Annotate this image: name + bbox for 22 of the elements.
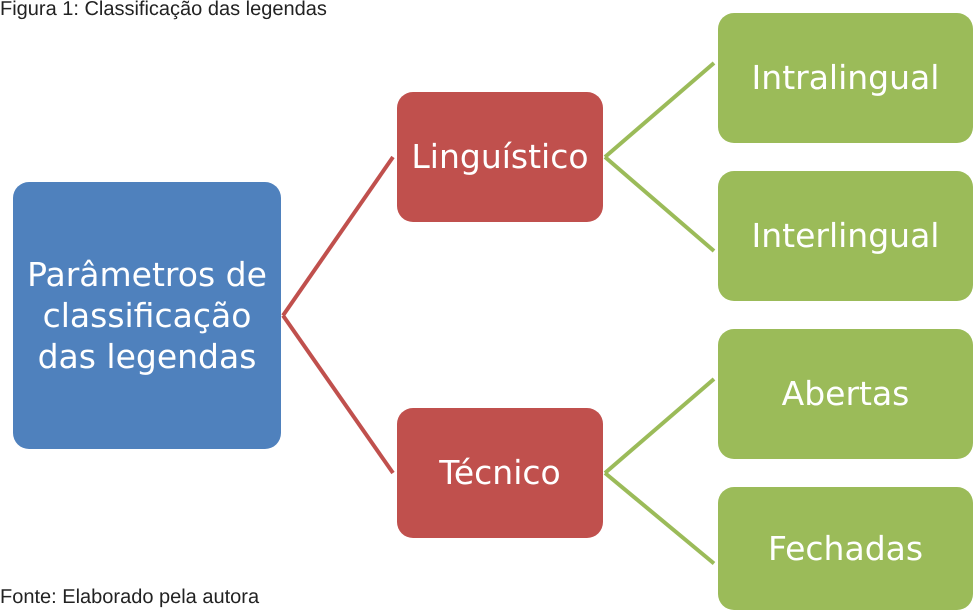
figure-caption: Fonte: Elaborado pela autora xyxy=(0,586,260,609)
figure-title: Figura 1: Classificação das legendas xyxy=(0,0,327,21)
node-label: Fechadas xyxy=(768,528,924,570)
node-label: Abertas xyxy=(782,373,910,415)
subcategory-box xyxy=(718,171,973,301)
subcategory-box xyxy=(718,13,973,143)
connector-line xyxy=(604,61,716,159)
node-label: Intralingual xyxy=(752,57,940,99)
node-label: Interlingual xyxy=(752,215,940,257)
connector-line xyxy=(281,156,395,317)
root-box xyxy=(13,182,281,449)
connector-line xyxy=(604,471,716,566)
connector-line xyxy=(604,155,716,253)
category-box xyxy=(397,92,603,222)
category-box xyxy=(397,408,603,538)
connector-line xyxy=(281,314,395,474)
subcategory-box xyxy=(718,329,973,459)
node-label: Linguístico xyxy=(411,136,589,178)
connector-line xyxy=(604,377,716,475)
node-label: Técnico xyxy=(439,452,561,494)
node-label: Parâmetros de classificação das legendas xyxy=(26,254,268,378)
subcategory-box xyxy=(718,487,973,610)
